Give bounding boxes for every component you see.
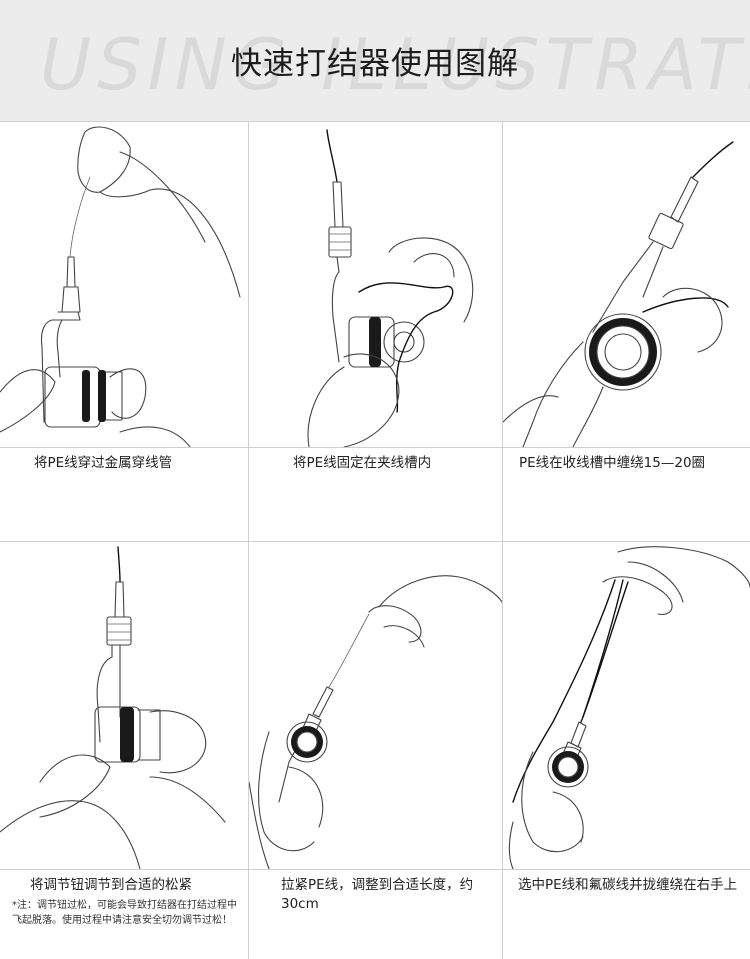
step-4-illustration	[0, 542, 248, 869]
step-2-illustration	[249, 122, 502, 447]
step-6-caption: 选中PE线和氟碳线并拢缠绕在右手上	[518, 877, 738, 893]
step-1-illustration	[0, 122, 248, 447]
divider-horizontal-3	[0, 869, 750, 870]
page-title: 快速打结器使用图解	[231, 46, 519, 82]
step-4-caption: 将调节钮调节到合适的松紧	[30, 877, 192, 893]
divider-horizontal-2	[0, 541, 750, 542]
step-5-caption: 拉紧PE线，调整到合适长度，约30cm	[281, 877, 474, 912]
step-2-caption: 将PE线固定在夹线槽内	[293, 455, 432, 471]
step-4-warning-note: *注：调节钮过松，可能会导致打结器在打结过程中飞起脱落。使用过程中请注意安全切勿…	[12, 900, 237, 926]
step-3-caption: PE线在收线槽中缠绕15—20圈	[519, 455, 706, 471]
step-5-illustration	[249, 542, 502, 869]
header-banner: USING ILLUSTRATION 快速打结器使用图解	[0, 0, 750, 122]
divider-vertical-1	[248, 122, 249, 959]
divider-vertical-2	[502, 122, 503, 959]
step-1-caption: 将PE线穿过金属穿线管	[34, 455, 173, 471]
divider-horizontal-1	[0, 447, 750, 448]
step-6-illustration	[503, 542, 750, 869]
step-3-illustration	[503, 122, 750, 447]
watermark-text: USING ILLUSTRATION	[40, 24, 750, 106]
